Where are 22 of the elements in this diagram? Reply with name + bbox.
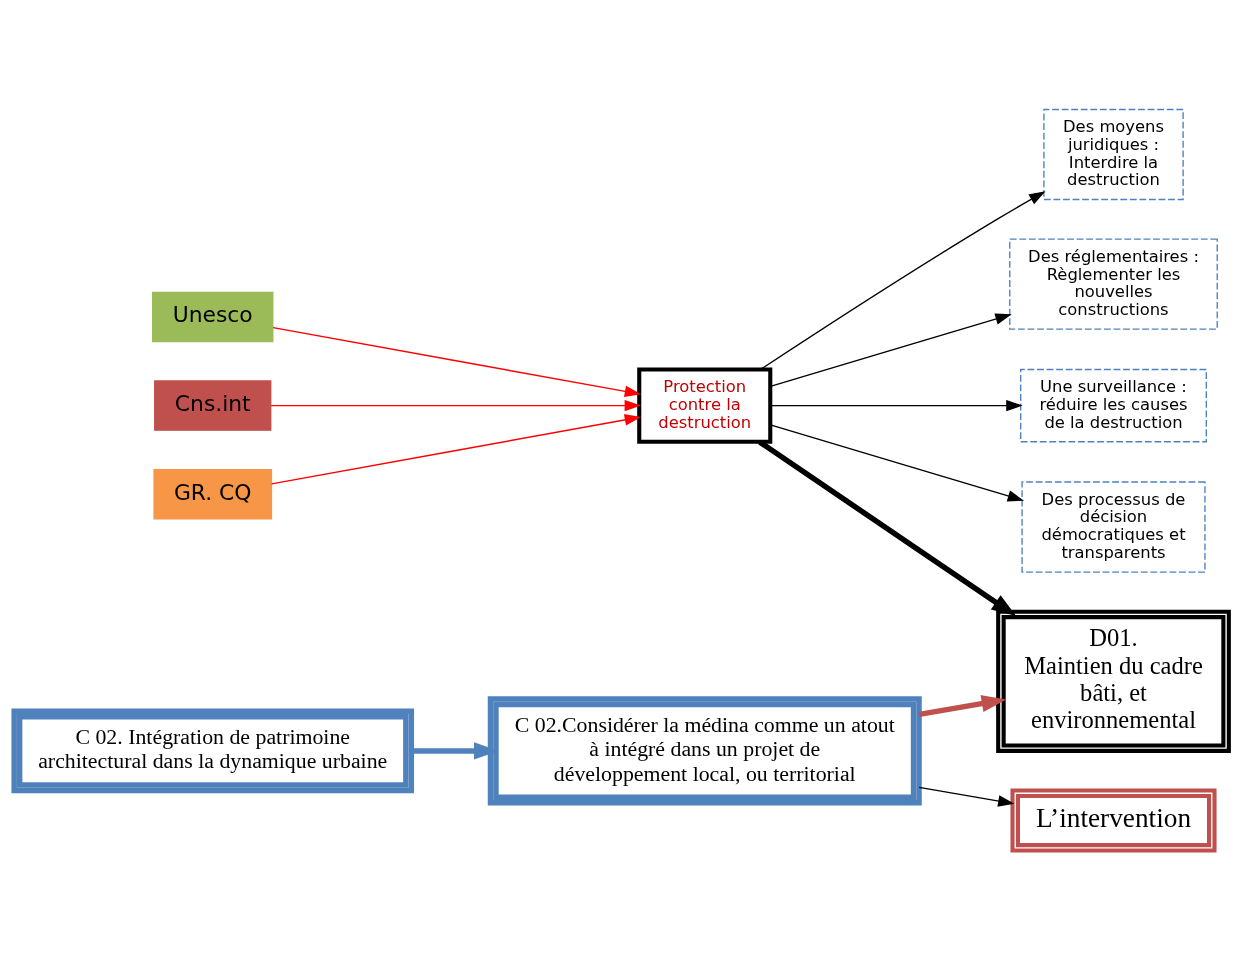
node-box: Des réglementaires : Règlementer les nouvelles constructions — [1009, 238, 1218, 330]
node-box: C 02.Considérer la médina comme un atout à intégré dans un projet de développement local, ou territorial — [487, 696, 922, 806]
node-box: C 02. Intégration de patrimoine architectural dans la dynamique urbaine — [11, 708, 415, 794]
arrow — [769, 424, 1025, 502]
node-box: Une surveillance : réduire les causes de la destruction — [1020, 368, 1207, 443]
arrow — [918, 695, 1007, 718]
node-box: Cns.int — [154, 380, 272, 431]
node-box: Des processus de décision démocratiques et transparents — [1021, 481, 1206, 573]
node-box: Unesco — [152, 291, 274, 343]
arrow — [272, 326, 642, 398]
node-box: D01. Maintien du cadre bâti, et environnemental — [996, 609, 1231, 753]
arrow — [918, 786, 1015, 807]
arrow — [769, 399, 1023, 412]
arrow — [760, 191, 1046, 370]
node-box: GR. CQ — [153, 469, 273, 520]
arrow — [271, 414, 642, 485]
arrow — [758, 439, 1017, 617]
arrow — [270, 399, 641, 412]
node-box: Des moyens juridiques : Interdire la destruction — [1043, 108, 1184, 201]
arrow — [769, 313, 1012, 388]
node-box: L’intervention — [1010, 788, 1217, 853]
node-box: Protection contre la destruction — [637, 367, 773, 444]
